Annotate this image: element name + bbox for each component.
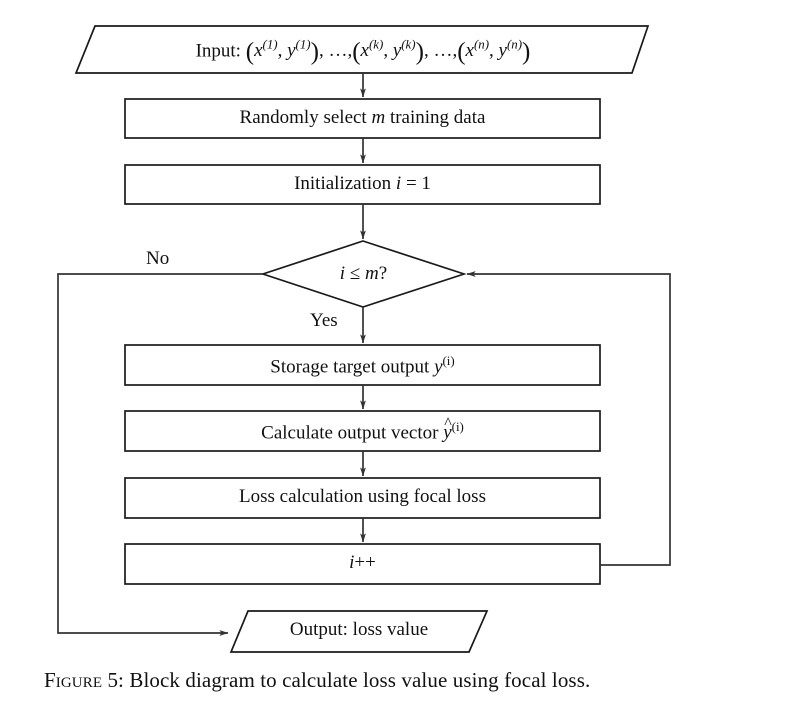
- edge-label-yes: Yes: [310, 310, 338, 331]
- node-decision-shape: [260, 240, 467, 308]
- figure-caption-text: Block diagram to calculate loss value us…: [129, 668, 591, 692]
- node-random-select-shape: [124, 98, 601, 139]
- edge-decision-no-to-output: [57, 273, 263, 636]
- node-input-shape: [74, 25, 650, 74]
- node-initialization-shape: [124, 164, 601, 205]
- node-calculate-output-shape: [124, 410, 601, 452]
- edge-label-no: No: [146, 248, 170, 269]
- edge-increment-loop-to-decision: [466, 271, 671, 566]
- figure-caption-prefix: Figure 5:: [44, 668, 124, 692]
- node-output-shape: [229, 610, 489, 653]
- node-storage-target-shape: [124, 344, 601, 386]
- figure-caption: Figure 5: Block diagram to calculate los…: [44, 668, 754, 693]
- node-loss-calculation-shape: [124, 477, 601, 519]
- node-increment-shape: [124, 543, 601, 585]
